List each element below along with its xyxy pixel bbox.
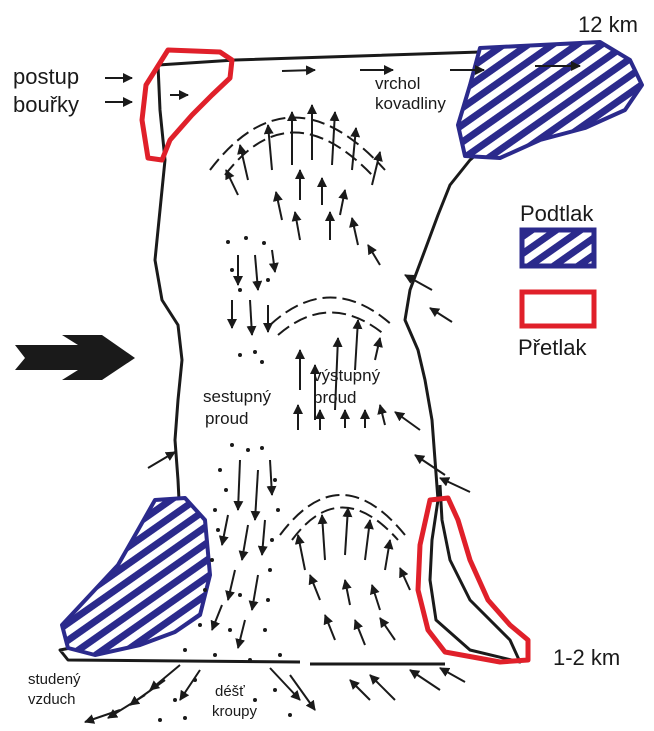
storm-motion-label-2: bouřky (13, 94, 79, 116)
top-altitude-label: 12 km (578, 14, 638, 36)
storm-direction-arrow (15, 335, 135, 380)
high-pressure-top (142, 50, 232, 160)
precipitation-label-1: déšť (215, 684, 245, 699)
legend-high-pressure-swatch (522, 292, 594, 326)
outflow-arrows (85, 665, 315, 722)
anvil-top-label-1: vrchol (375, 75, 420, 92)
updraft-label-2: proud (313, 389, 356, 406)
bottom-altitude-label: 1-2 km (553, 647, 620, 669)
updraft-label-1: výstupný (313, 367, 380, 384)
downdraft-arrows (212, 250, 275, 648)
anvil-top-label-2: kovadliny (375, 95, 446, 112)
low-pressure-bottom (62, 498, 210, 655)
legend-low-pressure-swatch (522, 230, 594, 266)
precipitation-label-2: kroupy (212, 704, 257, 719)
storm-motion-label-1: postup (13, 66, 79, 88)
legend-high-pressure-label: Přetlak (518, 337, 586, 359)
downdraft-label-2: proud (205, 410, 248, 427)
cold-air-label-2: vzduch (28, 692, 76, 707)
storm-motion-arrows (105, 78, 132, 102)
low-pressure-top (458, 42, 642, 158)
inflow-arrows (148, 275, 470, 700)
legend-low-pressure-label: Podtlak (520, 203, 593, 225)
cold-air-label-1: studený (28, 672, 81, 687)
downdraft-label-1: sestupný (203, 388, 271, 405)
